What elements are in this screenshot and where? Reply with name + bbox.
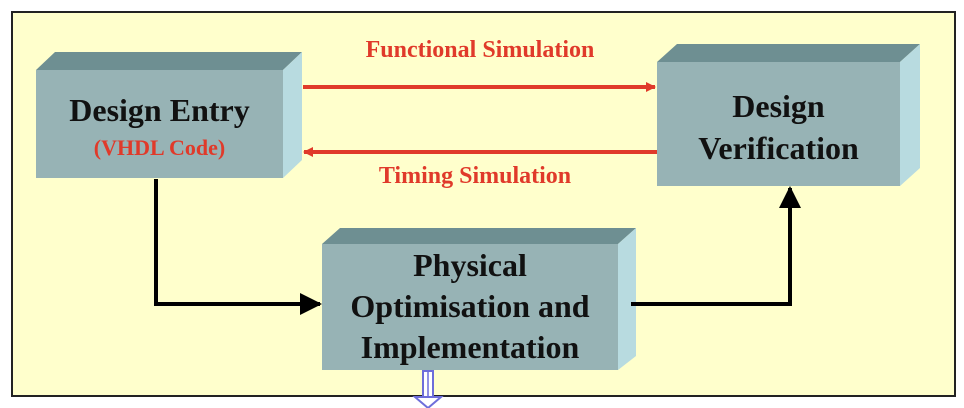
physical-line1: Physical: [413, 247, 527, 283]
entry-to-physical-arrow: [154, 179, 322, 315]
design-verification-line1: Design: [732, 88, 825, 124]
design-entry-box: [36, 52, 302, 178]
physical-box: [322, 228, 636, 370]
physical-line2: Optimisation and: [350, 288, 590, 324]
design-verification-box: [657, 44, 920, 186]
physical-line3: Implementation: [360, 329, 580, 365]
design-verification-line2: Verification: [698, 130, 859, 166]
design-entry-title: Design Entry: [69, 92, 250, 128]
timing-simulation-label: Timing Simulation: [378, 163, 572, 189]
output-down-arrow: [412, 370, 444, 408]
functional-simulation-label: Functional Simulation: [365, 37, 595, 63]
physical-to-verification-arrow: [631, 186, 801, 306]
design-entry-subtitle: (VHDL Code): [93, 135, 226, 160]
